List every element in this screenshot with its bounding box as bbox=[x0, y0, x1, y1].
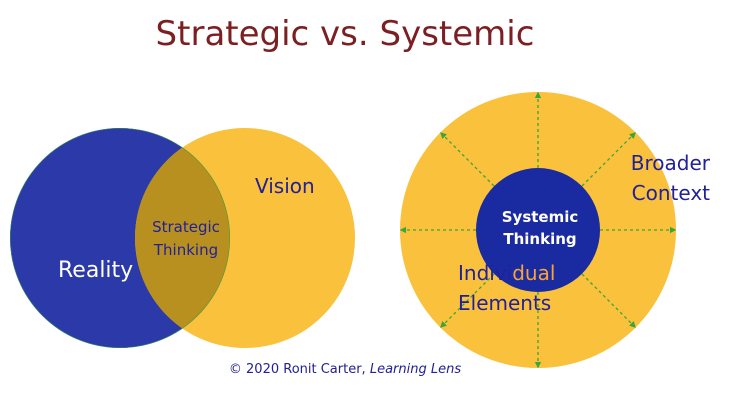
individual-part1: Indivi bbox=[458, 261, 513, 285]
individual-elements-label: Individual Elements bbox=[458, 258, 555, 318]
individual-elements-line1: Individual bbox=[458, 258, 555, 288]
overlap-region bbox=[135, 128, 230, 348]
copyright-brand: Learning Lens bbox=[369, 362, 462, 377]
broader-context-line2: Context bbox=[631, 181, 710, 205]
page-title: Strategic vs. Systemic bbox=[155, 14, 535, 54]
strategic-thinking-line1: Strategic bbox=[152, 218, 220, 236]
arrow-up-left bbox=[440, 132, 495, 187]
arrow-down-right bbox=[581, 273, 636, 328]
broader-context-line1: Broader bbox=[630, 151, 710, 175]
strategic-thinking-label: Strategic Thinking bbox=[150, 216, 222, 262]
systemic-thinking-circle bbox=[476, 168, 600, 292]
systemic-thinking-line2: Thinking bbox=[503, 230, 577, 248]
individual-elements-line2: Elements bbox=[458, 291, 552, 315]
copyright-prefix: © 2020 Ronit Carter, bbox=[228, 362, 370, 377]
broader-context-label: Broader Context bbox=[612, 148, 710, 208]
systemic-thinking-line1: Systemic bbox=[501, 208, 579, 226]
copyright-notice: © 2020 Ronit Carter, Learning Lens bbox=[0, 362, 690, 377]
individual-highlight: dual bbox=[512, 261, 556, 285]
vision-label: Vision bbox=[255, 174, 315, 198]
reality-label: Reality bbox=[58, 258, 134, 283]
systemic-thinking-label: Systemic Thinking bbox=[485, 206, 595, 250]
strategic-thinking-line2: Thinking bbox=[153, 241, 219, 259]
arrow-up-right bbox=[581, 132, 636, 187]
radial-arrows bbox=[399, 91, 677, 369]
arrow-down-left bbox=[440, 273, 495, 328]
